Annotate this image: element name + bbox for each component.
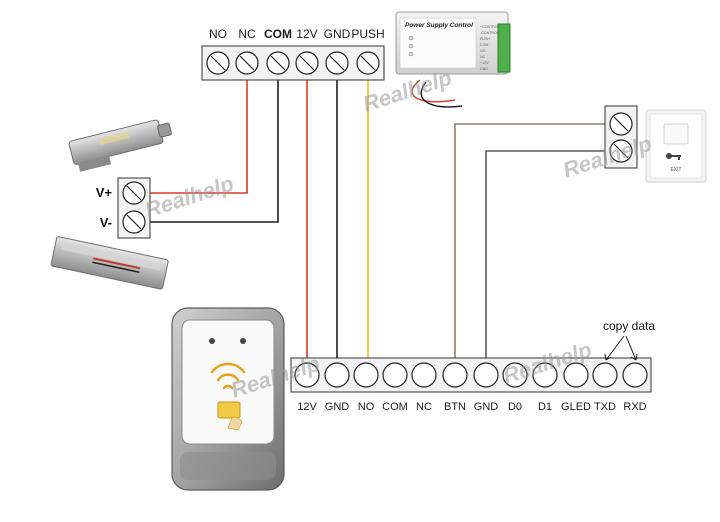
reader-label-rxd: RXD	[623, 401, 646, 413]
psu-small-label: PUSH	[480, 37, 490, 41]
copy-data-annotation: copy data	[603, 319, 655, 361]
screw-icon	[206, 51, 230, 75]
magnetic-lock-image	[50, 236, 169, 290]
copy-data-label: copy data	[603, 319, 655, 333]
psu-small-label: NC	[480, 55, 486, 59]
screw-icon	[532, 362, 558, 388]
top-label-12v: 12V	[296, 27, 317, 41]
top-terminal-labels: NO NC COM 12V GND PUSH	[209, 27, 385, 41]
reader-label-no: NO	[358, 401, 375, 413]
top-label-com: COM	[264, 27, 292, 41]
top-label-gnd: GND	[324, 27, 351, 41]
screw-icon	[609, 112, 633, 136]
wire-exit-to-gnd	[485, 150, 611, 362]
screw-icon	[563, 362, 589, 388]
reader-label-gnd: GND	[325, 401, 350, 413]
exit-terminal-block	[604, 105, 638, 169]
psu-pigtail-red	[411, 79, 456, 103]
screw-icon	[325, 51, 349, 75]
reader-label-btn: BTN	[444, 401, 466, 413]
screw-icon	[356, 51, 380, 75]
wires	[148, 63, 611, 362]
top-label-nc: NC	[238, 27, 256, 41]
reader-label-txd: TXD	[594, 401, 616, 413]
top-label-no: NO	[209, 27, 227, 41]
reader-label-nc: NC	[416, 401, 432, 413]
screw-icon	[382, 362, 408, 388]
psu-small-label: +12V	[480, 61, 489, 65]
exit-button-caption: EXIT	[670, 167, 681, 173]
psu-terminal-strip	[497, 23, 511, 73]
screw-icon	[122, 210, 146, 234]
reader-terminal-block: 12V GND NO COM NC BTN GND D0 D1 GLED TXD…	[290, 357, 652, 413]
screw-icon	[295, 51, 319, 75]
screw-icon	[473, 362, 499, 388]
reader-label-d1: D1	[538, 401, 552, 413]
psu-small-label: COM	[480, 43, 488, 47]
reader-label-gled: GLED	[561, 401, 591, 413]
reader-label-com: COM	[382, 401, 408, 413]
wire-nc-to-vplus	[148, 63, 248, 194]
reader-label-12v: 12V	[297, 401, 317, 413]
screw-icon	[235, 51, 259, 75]
top-label-push: PUSH	[351, 27, 384, 41]
psu-pigtail-black	[420, 81, 463, 108]
screw-icon	[502, 362, 528, 388]
wireless-waves-icon	[210, 362, 246, 390]
screw-icon	[266, 51, 290, 75]
lock-label-vminus: V-	[100, 215, 112, 230]
screw-icon	[622, 362, 648, 388]
top-terminal-screws	[206, 51, 380, 75]
psu-title: Power Supply Control	[405, 22, 473, 29]
screw-icon	[324, 362, 350, 388]
reader-label-gnd2: GND	[474, 401, 499, 413]
screw-icon	[353, 362, 379, 388]
power-supply: Power Supply Control +CONTROL -CONTROL P…	[395, 11, 511, 75]
screw-icon	[122, 181, 146, 205]
psu-small-label: +CONTROL	[480, 25, 500, 29]
reader-label-d0: D0	[508, 401, 522, 413]
exit-button-image: EXIT	[645, 109, 707, 183]
psu-small-label: -CONTROL	[480, 31, 499, 35]
reader-terminal-labels: 12V GND NO COM NC BTN GND D0 D1 GLED TXD…	[297, 401, 646, 413]
wire-exit-to-btn	[454, 123, 611, 362]
screw-icon	[442, 362, 468, 388]
screw-icon	[294, 362, 320, 388]
screw-icon	[592, 362, 618, 388]
screw-icon	[411, 362, 437, 388]
top-terminal-block: NO NC COM 12V GND PUSH	[201, 27, 385, 81]
rfid-reader-image	[171, 307, 285, 491]
watermark-text: Realhelp	[142, 171, 237, 223]
screw-icon	[609, 139, 633, 163]
wire-com-to-vminus	[148, 63, 279, 223]
psu-small-label: GND	[480, 67, 488, 71]
key-icon	[666, 153, 681, 160]
lock-terminal-block: V+ V-	[96, 177, 151, 239]
card-hand-icon	[217, 401, 243, 431]
bolt-lock-image	[68, 119, 172, 172]
lock-label-vplus: V+	[96, 185, 113, 200]
psu-small-label: NO	[480, 49, 486, 53]
